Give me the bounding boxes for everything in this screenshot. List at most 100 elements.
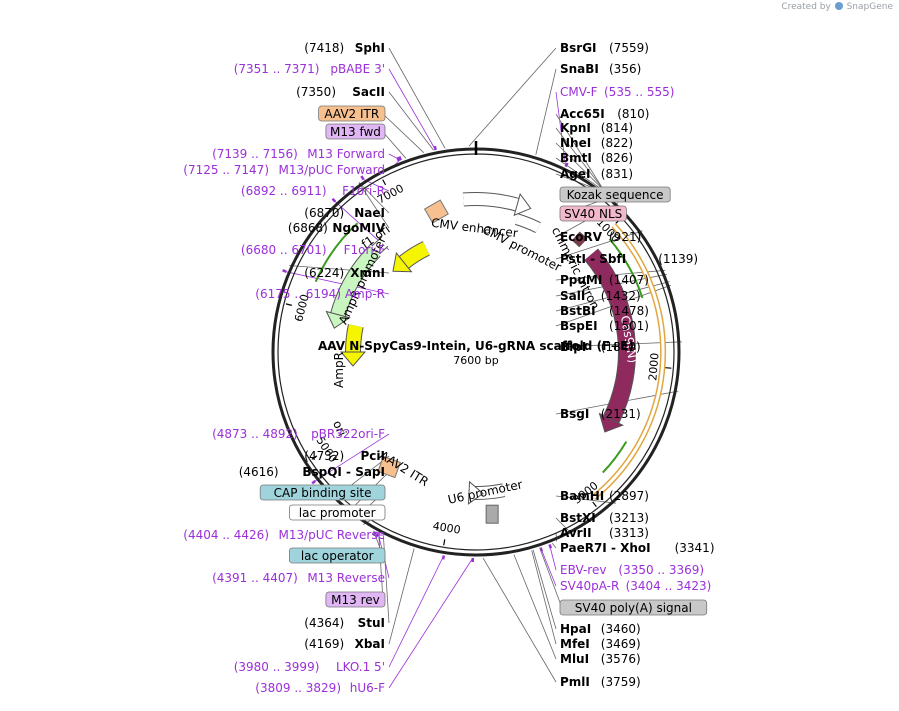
site-position: (6868) <box>288 221 328 235</box>
site-label[interactable]: PstI - SbfI(1139) <box>560 252 698 266</box>
site-label[interactable]: HpaI(3460) <box>560 622 641 636</box>
site-label[interactable]: AgeI(831) <box>560 167 633 181</box>
leader-line <box>388 555 445 668</box>
site-name: pBR322ori-F <box>311 427 385 441</box>
site-label[interactable]: MluI(3576) <box>560 652 641 666</box>
leader-line <box>532 549 557 630</box>
site-label[interactable]: Amp-R(6175 .. 6194) <box>255 287 385 301</box>
primer-track-inner <box>592 224 665 499</box>
site-box <box>325 123 386 140</box>
site-label[interactable]: PaeR7I - XhoI(3341) <box>560 541 715 555</box>
site-label[interactable]: BstXI(3213) <box>560 511 649 525</box>
site-label[interactable]: lac promoter <box>288 504 386 521</box>
site-position: (4391 .. 4407) <box>212 571 298 585</box>
leader-line <box>555 157 607 193</box>
site-label[interactable]: BspQI - SapI(4616) <box>239 465 385 479</box>
site-label[interactable]: PciI(4732) <box>304 449 385 463</box>
site-position: (3404 .. 3423) <box>626 579 712 593</box>
site-name: PaeR7I - XhoI <box>560 541 651 555</box>
site-name: BlpI <box>560 340 586 354</box>
site-label[interactable]: hU6-F(3809 .. 3829) <box>255 681 385 695</box>
tick-mark <box>443 539 446 546</box>
site-position: (6870) <box>304 206 344 220</box>
site-position: (814) <box>601 121 633 135</box>
tick-label: 4000 <box>432 519 462 536</box>
site-label[interactable]: M13/pUC Forward(7125 .. 7147) <box>183 163 385 177</box>
site-label[interactable]: SV40 poly(A) signal <box>559 599 708 616</box>
site-label[interactable]: F1ori-F(6680 .. 6701) <box>241 243 385 257</box>
site-label[interactable]: Acc65I(810) <box>560 107 649 121</box>
snapgene-logo-icon <box>834 2 843 10</box>
primer-mark <box>441 555 446 560</box>
site-position: (4364) <box>304 616 344 630</box>
site-label[interactable]: PmlI(3759) <box>560 675 641 689</box>
primer-mark <box>282 269 287 273</box>
site-label[interactable]: PpuMI(1407) <box>560 273 649 287</box>
site-label[interactable]: CMV-F(535 .. 555) <box>560 85 674 99</box>
site-label[interactable]: BlpI(1840) <box>560 340 641 354</box>
site-label[interactable]: CAP binding site <box>259 484 386 501</box>
site-label[interactable]: BsrGI(7559) <box>560 41 649 55</box>
site-name: Acc65I <box>560 107 605 121</box>
site-label[interactable]: NgoMIV(6868) <box>288 221 386 235</box>
site-label[interactable]: Kozak sequence <box>559 186 671 203</box>
site-label[interactable]: AAV2 ITR <box>318 105 386 122</box>
site-label[interactable]: SacII(7350) <box>296 85 385 99</box>
site-position: (4732) <box>304 449 344 463</box>
site-name: F1ori-F <box>344 243 385 257</box>
site-name: SacII <box>352 85 385 99</box>
site-label[interactable]: XbaI(4169) <box>304 637 385 651</box>
plasmid-length: 7600 bp <box>453 354 498 367</box>
site-box <box>288 504 386 521</box>
site-name: SV40 poly(A) signal <box>575 601 692 615</box>
site-label[interactable]: SV40pA-R (3404 .. 3423) <box>560 579 711 593</box>
site-box <box>318 105 386 122</box>
ori-arrowhead <box>339 351 367 367</box>
site-label[interactable]: SV40 NLS <box>559 205 627 222</box>
site-position: (831) <box>601 167 633 181</box>
site-name: SV40 NLS <box>564 207 622 221</box>
site-label[interactable]: MfeI(3469) <box>560 637 641 651</box>
site-label[interactable]: StuI (4364) <box>304 616 385 630</box>
site-label[interactable]: M13/pUC Reverse(4404 .. 4426) <box>183 528 385 542</box>
site-label[interactable]: pBR322ori-F (4873 .. 4892) <box>212 427 385 441</box>
site-name: SV40pA-R <box>560 579 619 593</box>
site-label[interactable]: M13 rev <box>325 591 386 608</box>
site-label[interactable]: lac operator <box>288 547 386 564</box>
site-label[interactable]: BspEI(1501) <box>560 319 649 333</box>
leader-line <box>555 230 643 260</box>
site-name: SalI <box>560 289 585 303</box>
site-label[interactable]: F1ori-R(6892 .. 6911) <box>241 184 385 198</box>
site-name: StuI <box>358 616 385 630</box>
feature-label: ori <box>330 418 349 438</box>
site-label[interactable]: BsgI(2131) <box>560 407 641 421</box>
site-position: (6224) <box>304 266 344 280</box>
site-label[interactable]: BmtI(826) <box>560 151 633 165</box>
created-by-label: Created by <box>781 2 831 12</box>
site-label[interactable]: KpnI(814) <box>560 121 633 135</box>
site-label[interactable]: LKO.1 5' (3980 .. 3999) <box>234 660 385 674</box>
cmv-promoter-feature <box>515 214 541 233</box>
site-position: (3980 .. 3999) <box>234 660 320 674</box>
site-label[interactable]: BstBI(1478) <box>560 304 649 318</box>
site-label[interactable]: SnaBI(356) <box>560 62 641 76</box>
site-name: AAV2 ITR <box>324 107 379 121</box>
site-label[interactable]: XmnI(6224) <box>304 266 385 280</box>
site-label[interactable]: SphI(7418) <box>304 41 385 55</box>
site-label[interactable]: pBABE 3'(7351 .. 7371) <box>234 62 385 76</box>
site-name: BsgI <box>560 407 589 421</box>
site-label[interactable]: M13 Forward(7139 .. 7156) <box>212 147 385 161</box>
leader-line <box>531 550 557 645</box>
site-label[interactable]: EBV-rev(3350 .. 3369) <box>560 563 704 577</box>
site-label[interactable]: M13 fwd <box>325 123 386 140</box>
site-label[interactable]: EcoRV(921) <box>560 230 641 244</box>
cmv-enhancer-feature-b <box>475 193 519 211</box>
site-position: (4873 .. 4892) <box>212 427 298 441</box>
site-label[interactable]: NaeI(6870) <box>304 206 385 220</box>
site-label[interactable]: M13 Reverse(4391 .. 4407) <box>212 571 385 585</box>
site-label[interactable]: NheI(822) <box>560 136 633 150</box>
site-label[interactable]: AvrII(3313) <box>560 526 649 540</box>
site-name: LKO.1 5' <box>336 660 385 674</box>
site-label[interactable]: SalI(1432) <box>560 289 641 303</box>
site-label[interactable]: BamHI(2897) <box>560 489 649 503</box>
